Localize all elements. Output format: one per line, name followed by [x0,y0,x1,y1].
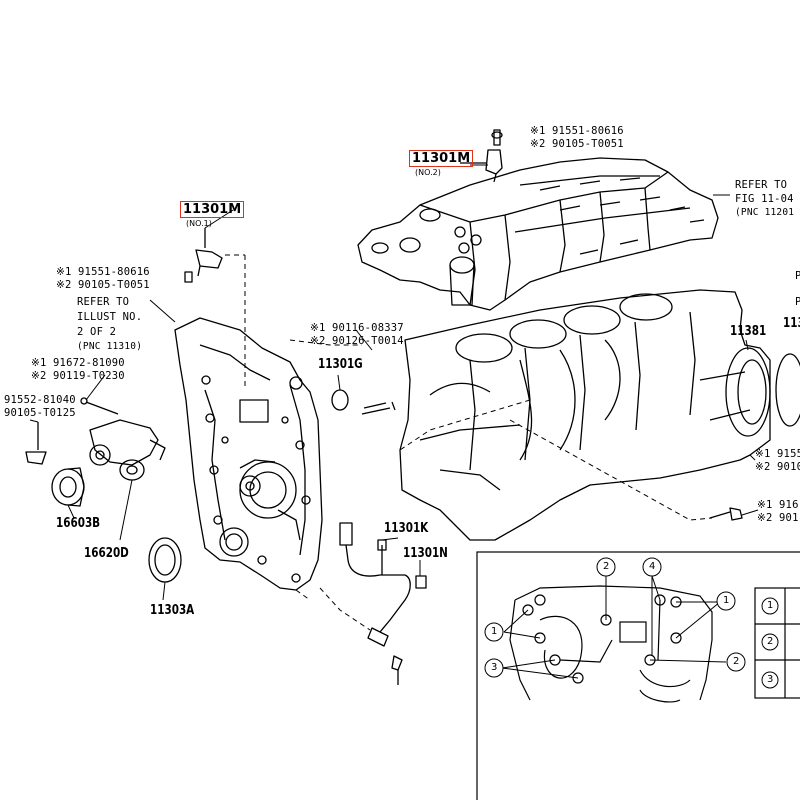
left-bolt-line2: ※2 90105-T0051 [56,279,150,291]
highlighted-part-no1[interactable]: 11301M [180,201,245,218]
idler-bolt [25,397,119,465]
highlighted-part-no2[interactable]: 11301M [409,150,474,167]
part-16603B[interactable]: 16603B [56,516,101,531]
callout-2-top: 2 [603,561,610,572]
refer-right-line2: FIG 11-04 [735,193,794,205]
legend-3: 3 [767,674,774,685]
refer-left-line1: REFER TO [77,296,130,308]
callout-1-left: 1 [491,626,498,637]
inset-panel [476,551,800,800]
part-11301G[interactable]: 11301G [318,357,363,372]
right-bolt1-line2: ※2 9010 [755,461,800,473]
part-113-edge[interactable]: 113 [783,316,800,331]
top-bolt-line1: ※1 91551-80616 [530,125,624,137]
refer-right-line1: REFER TO [735,179,788,191]
o-ring [331,389,349,411]
callout-3-left: 3 [491,662,498,673]
bolt-b-line1: 91552-81040 [4,394,76,406]
cam-position-sensor-no1 [184,228,223,283]
edge-p2: P [795,296,800,308]
front-oil-seal [148,537,182,583]
refer-right-line3: (PNC 11201 [735,207,795,218]
right-bolt2-line1: ※1 916 [757,499,799,511]
top-bolt-line2: ※2 90105-T0051 [530,138,624,150]
part-11301N[interactable]: 11301N [403,546,448,561]
part-11301K[interactable]: 11301K [384,521,429,536]
legend-1: 1 [767,600,774,611]
right-bolt1-line1: ※1 9155 [755,448,800,460]
bolt-a-line2: ※2 90119-T0230 [31,370,125,382]
refer-left-line2: ILLUST NO. [77,311,143,323]
rear-oil-seal [725,347,800,437]
part-sub-no2: (NO.2) [415,168,441,177]
cylinder-block [399,289,771,541]
part-11381[interactable]: 11381 [730,324,767,339]
part-11303A[interactable]: 11303A [150,603,195,618]
left-bolt-line1: ※1 91551-80616 [56,266,150,278]
part-16620D[interactable]: 16620D [84,546,129,561]
block-bolt [709,507,743,521]
stud-bolt [361,401,396,415]
crank-sensor-harness [339,522,427,685]
stud-line2: ※2 90126-T0014 [310,335,404,347]
tensioner-wheel [119,459,145,481]
edge-p1: P [795,270,800,282]
right-bolt2-line2: ※2 901 [757,512,799,524]
part-sub-no1: (NO.1) [186,219,212,228]
legend-2: 2 [767,636,774,647]
refer-left-line3: 2 OF 2 [77,326,117,338]
callout-1-right: 1 [723,595,730,606]
refer-left-line4: (PNC 11310) [77,341,143,352]
bolt-b-line2: 90105-T0125 [4,407,76,419]
bolt-a-line1: ※1 91672-81090 [31,357,125,369]
tensioner-pulley [51,467,85,507]
cylinder-head-cover [357,157,719,311]
idler-bracket [89,419,166,466]
callout-2-right: 2 [733,656,740,667]
callout-4-top: 4 [649,561,656,572]
stud-line1: ※1 90116-08337 [310,322,404,334]
timing-chain-cover [174,317,323,591]
